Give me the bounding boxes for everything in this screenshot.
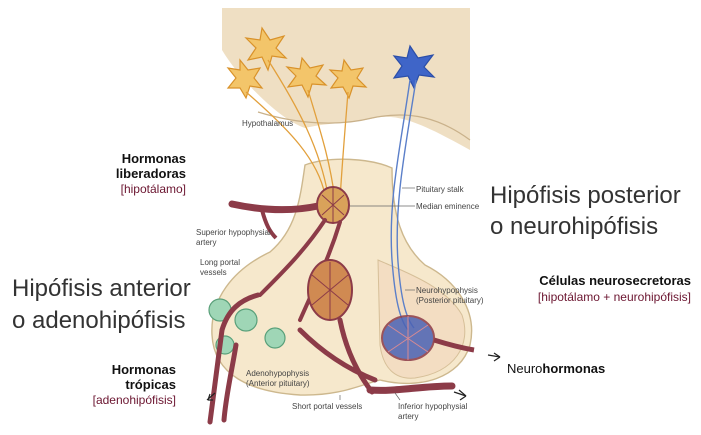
label-median-eminence: Median eminence <box>416 202 479 212</box>
hipofisis-anterior-line-1: Hipófisis anterior <box>12 274 191 304</box>
hormonas-liberadoras-source: [hipotálamo] <box>100 182 186 197</box>
neurohormonas-prefix: Neuro <box>507 361 542 376</box>
celulas-neurosecretoras-source: [hipotálamo + neurohipófisis] <box>480 290 691 305</box>
label-adenohypophysis-1: Adenohypophysis <box>246 369 309 379</box>
label-hypothalamus: Hypothalamus <box>242 119 293 129</box>
hormonas-tropicas-title-2: trópicas <box>90 377 176 393</box>
label-adenohypophysis-2: (Anterior pituitary) <box>246 379 310 389</box>
neurohormonas-bold: hormonas <box>542 361 605 376</box>
label-inferior-artery-2: artery <box>398 412 418 422</box>
hormonas-tropicas-source: [adenohipófisis] <box>60 393 176 408</box>
hipofisis-posterior-line-2: o neurohipófisis <box>490 212 658 242</box>
label-short-portal: Short portal vessels <box>292 402 362 412</box>
label-pituitary-stalk: Pituitary stalk <box>416 185 464 195</box>
inferior-hypophysial-artery <box>370 386 452 390</box>
hormonas-liberadoras-title-2: liberadoras <box>100 166 186 182</box>
label-inferior-artery-1: Inferior hypophysial <box>398 402 467 412</box>
label-long-portal-2: vessels <box>200 268 227 278</box>
hipofisis-anterior-line-2: o adenohipófisis <box>12 306 185 336</box>
hipofisis-posterior-line-1: Hipófisis posterior <box>490 181 681 211</box>
superior-hypophysial-artery <box>232 204 318 210</box>
label-superior-artery-2: artery <box>196 238 216 248</box>
neurohormonas-label: Neurohormonas <box>507 361 605 376</box>
label-neurohypophysis-1: Neurohypophysis <box>416 286 478 296</box>
celulas-neurosecretoras-title: Células neurosecretoras <box>480 273 691 289</box>
label-long-portal-1: Long portal <box>200 258 240 268</box>
label-superior-artery-1: Superior hypophysial <box>196 228 271 238</box>
label-neurohypophysis-2: (Posterior pituitary) <box>416 296 484 306</box>
hormonas-liberadoras-title-1: Hormonas <box>100 151 186 167</box>
hormonas-tropicas-title-1: Hormonas <box>90 362 176 378</box>
